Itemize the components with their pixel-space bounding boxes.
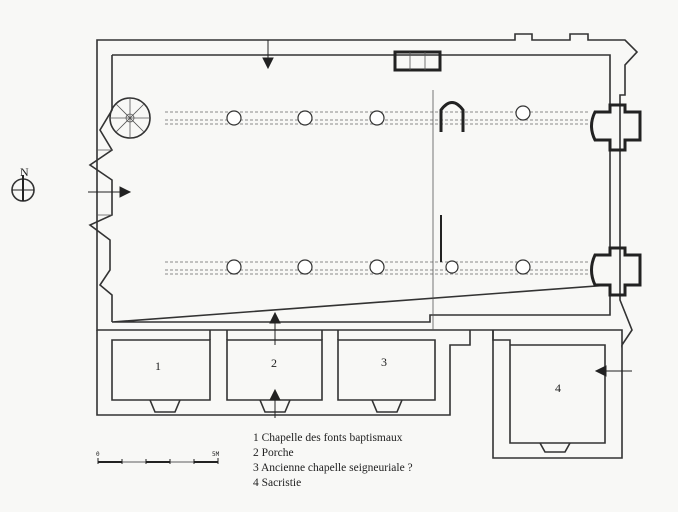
pillars — [226, 101, 531, 275]
nave-walls — [88, 33, 642, 348]
room-number-1: 1 — [155, 359, 161, 373]
north-label: N — [20, 165, 29, 179]
entrance-arrows — [88, 40, 632, 418]
scale-start-label: 0 — [96, 451, 100, 458]
legend-item: 1 Chapelle des fonts baptismaux — [253, 432, 403, 444]
room-number-4: 4 — [555, 381, 561, 395]
legend-item: 2 Porche — [253, 447, 294, 459]
spiral-staircase — [109, 97, 151, 139]
compass-icon: N — [11, 165, 35, 202]
scale-bar: 0 5M — [96, 451, 220, 464]
room-number-3: 3 — [381, 355, 387, 369]
room-number-2: 2 — [271, 356, 277, 370]
sacristy — [492, 330, 623, 459]
legend: 1 Chapelle des fonts baptismaux 2 Porche… — [253, 431, 413, 491]
legend-item: 3 Ancienne chapelle seigneuriale ? — [253, 462, 413, 474]
scale-end-label: 5M — [212, 451, 220, 458]
side-chapels — [96, 330, 471, 416]
legend-item: 4 Sacristie — [253, 477, 302, 489]
